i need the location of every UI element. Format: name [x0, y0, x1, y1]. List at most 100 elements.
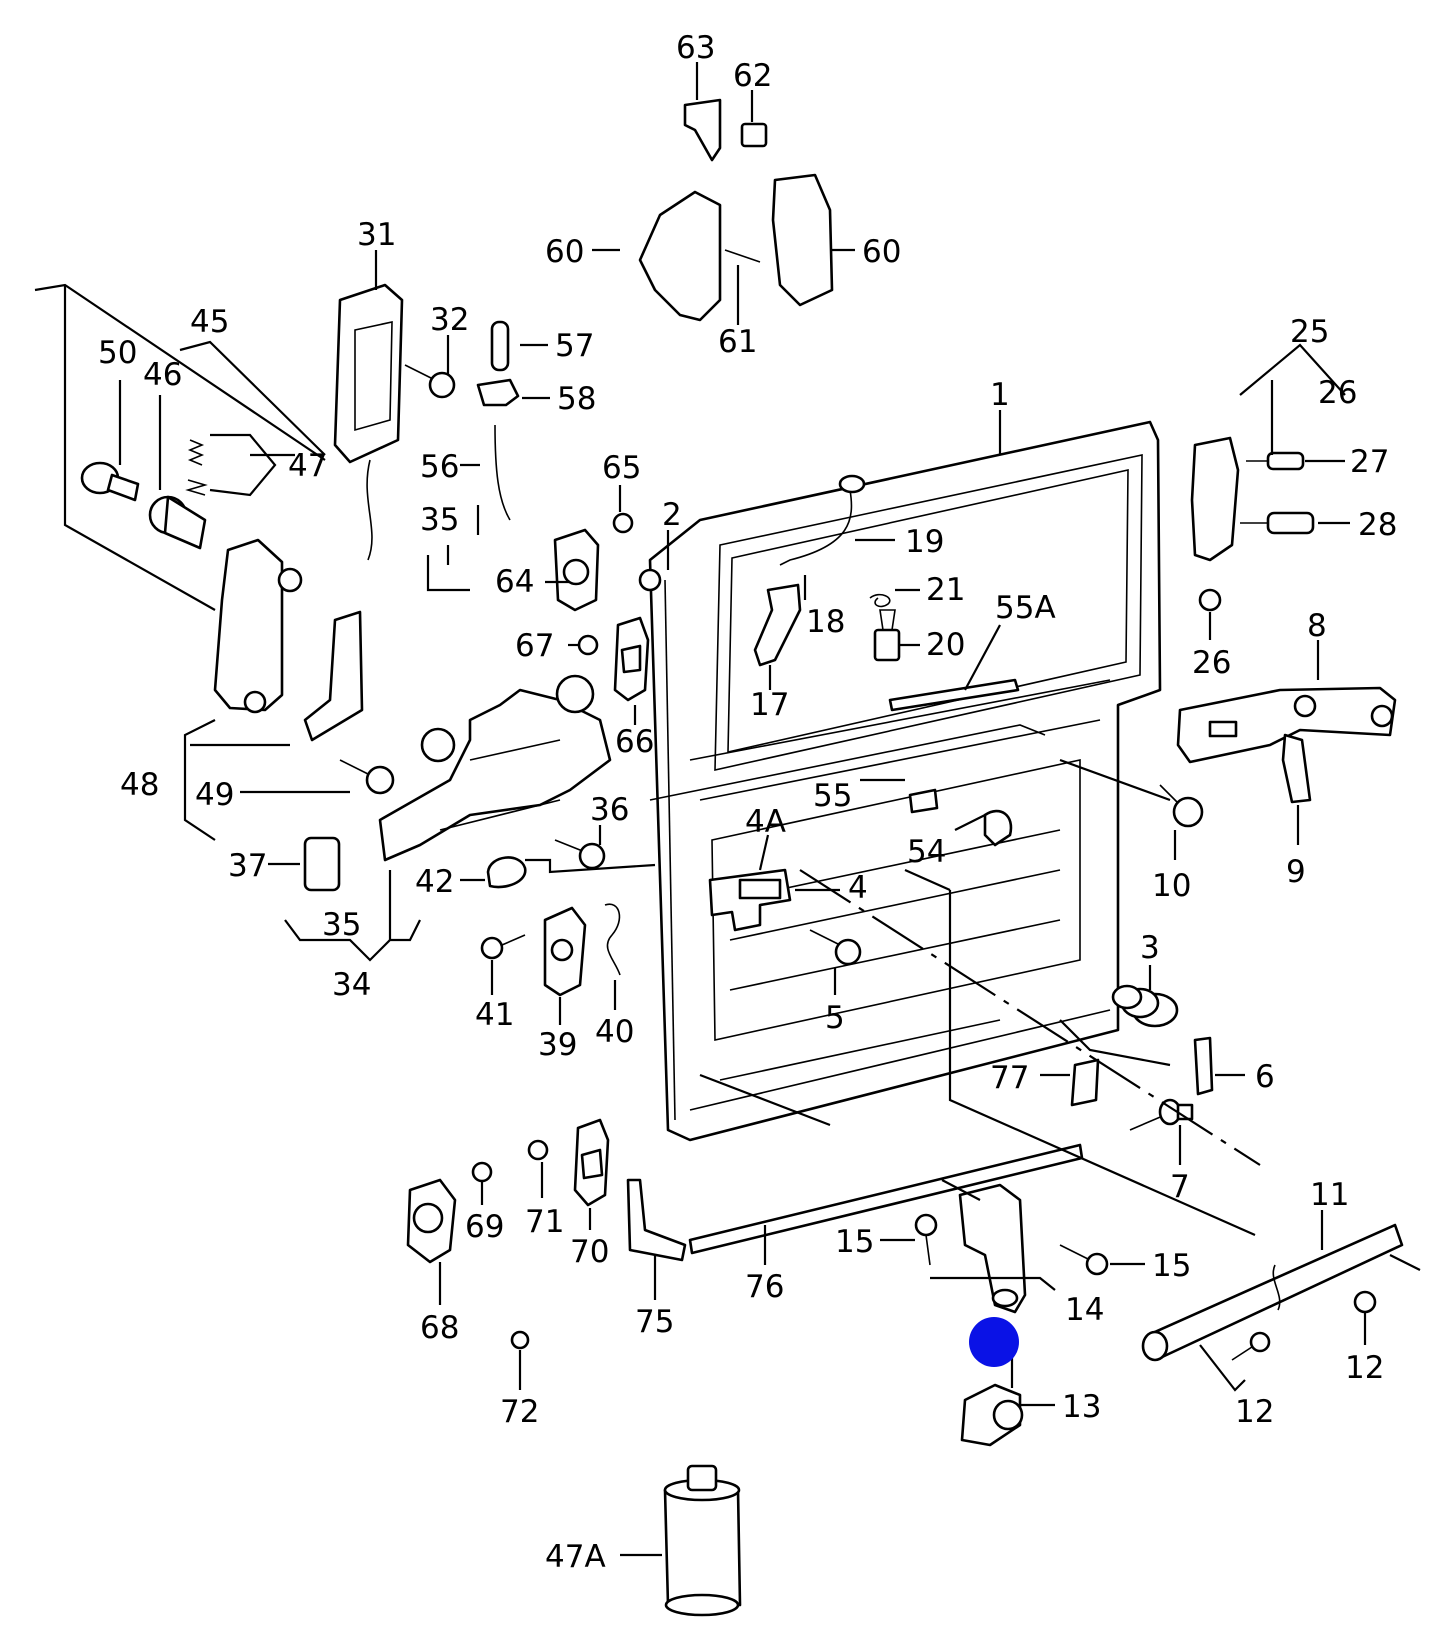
- leader-lines: [34, 62, 1421, 1557]
- callout-20: 20: [926, 627, 965, 663]
- callout-5: 5: [825, 1000, 845, 1036]
- callout-63: 63: [676, 30, 715, 66]
- callout-28: 28: [1358, 507, 1397, 543]
- plate-6: [1193, 1036, 1214, 1096]
- key-50: [80, 461, 140, 502]
- latch-4: [708, 868, 792, 932]
- screw-32: [404, 364, 456, 399]
- rod-55: [649, 724, 1046, 801]
- bracket-9: [1281, 733, 1312, 804]
- callout-37: 37: [228, 848, 267, 884]
- clip-54: [908, 788, 1013, 847]
- catch-64: [553, 528, 600, 612]
- screw-5: [809, 929, 862, 966]
- callout-41: 41: [475, 997, 514, 1033]
- screw-72: [510, 1330, 530, 1350]
- callout-31: 31: [357, 217, 396, 253]
- callout-55: 55: [813, 778, 852, 814]
- callout-14: 14: [1065, 1292, 1104, 1328]
- callout-39: 39: [538, 1027, 577, 1063]
- screw-67: [577, 634, 599, 656]
- callout-15: 15: [835, 1224, 874, 1260]
- callout-27: 27: [1350, 444, 1389, 480]
- callout-61: 61: [718, 324, 757, 360]
- clip-21: [869, 593, 891, 608]
- callout-56: 56: [420, 449, 459, 485]
- callout-34: 34: [332, 967, 371, 1003]
- hinge-8: [1176, 686, 1397, 764]
- screw-71: [527, 1139, 549, 1161]
- clip-62: [740, 122, 768, 148]
- callout-8: 8: [1307, 608, 1327, 644]
- callout-77: 77: [990, 1060, 1029, 1096]
- screw-10: [1159, 784, 1204, 828]
- callout-26: 26: [1192, 645, 1231, 681]
- callout-4: 4: [848, 870, 868, 906]
- callout-75: 75: [635, 1304, 674, 1340]
- callout-65: 65: [602, 450, 641, 486]
- rail-55a: [888, 678, 1020, 712]
- seal-75: [626, 1178, 687, 1262]
- callout-64: 64: [495, 564, 534, 600]
- callout-3: 3: [1140, 930, 1160, 966]
- buffer-3: [1111, 984, 1179, 1028]
- catch-70: [573, 1118, 610, 1207]
- screw-36: [554, 839, 606, 870]
- callout-21: 21: [926, 572, 965, 608]
- callout-69: 69: [465, 1209, 504, 1245]
- callout-76: 76: [745, 1269, 784, 1305]
- callout-47: 47: [288, 448, 327, 484]
- spring-40: [604, 903, 621, 976]
- callout-55a: 55A: [995, 590, 1056, 626]
- screw-49: [339, 759, 395, 795]
- callout-32: 32: [430, 302, 469, 338]
- callout-42: 42: [415, 864, 454, 900]
- lock-mechanism-34: [378, 674, 612, 862]
- callout-72: 72: [500, 1394, 539, 1430]
- callout-54: 54: [907, 834, 946, 870]
- sticker-77: [1070, 1058, 1100, 1107]
- callout-47a: 47A: [545, 1539, 606, 1575]
- callout-60: 60: [862, 234, 901, 270]
- callout-40: 40: [595, 1014, 634, 1050]
- rod-56: [494, 424, 511, 521]
- callout-2: 2: [662, 497, 682, 533]
- clip-26: [1198, 588, 1222, 612]
- callout-12: 12: [1345, 1350, 1384, 1386]
- striker-25: [1190, 436, 1315, 562]
- screw-41: [480, 934, 526, 960]
- callout-68: 68: [420, 1310, 459, 1346]
- screw-15-left: [914, 1213, 938, 1266]
- catch-68: [406, 1178, 457, 1264]
- callout-6: 6: [1255, 1059, 1275, 1095]
- callout-58: 58: [557, 381, 596, 417]
- callout-70: 70: [570, 1234, 609, 1270]
- lever-17: [753, 583, 802, 667]
- handle-31: [333, 283, 404, 561]
- callout-35: 35: [420, 502, 459, 538]
- pin-57: [490, 320, 510, 372]
- bracket-48: [303, 610, 364, 742]
- screw-15-right: [1059, 1244, 1109, 1276]
- callout-71: 71: [525, 1204, 564, 1240]
- screw-69: [471, 1161, 493, 1183]
- callout-66: 66: [615, 724, 654, 760]
- callout-13: 13: [1062, 1389, 1101, 1425]
- bolt-20: [873, 609, 901, 662]
- lock-45: [213, 538, 303, 714]
- clip-58: [476, 378, 520, 407]
- highlight-marker: [969, 1317, 1019, 1367]
- callout-11: 11: [1310, 1177, 1349, 1213]
- rod-19: [779, 474, 866, 566]
- callout-49: 49: [195, 777, 234, 813]
- callout-15: 15: [1152, 1248, 1191, 1284]
- callout-19: 19: [905, 524, 944, 560]
- roller-arm-14: [958, 1183, 1027, 1314]
- callout-26: 26: [1318, 375, 1357, 411]
- callout-62: 62: [733, 58, 772, 94]
- callout-48: 48: [120, 767, 159, 803]
- callout-4a: 4A: [745, 804, 786, 840]
- track-11: [1141, 1223, 1404, 1362]
- callout-9: 9: [1286, 854, 1306, 890]
